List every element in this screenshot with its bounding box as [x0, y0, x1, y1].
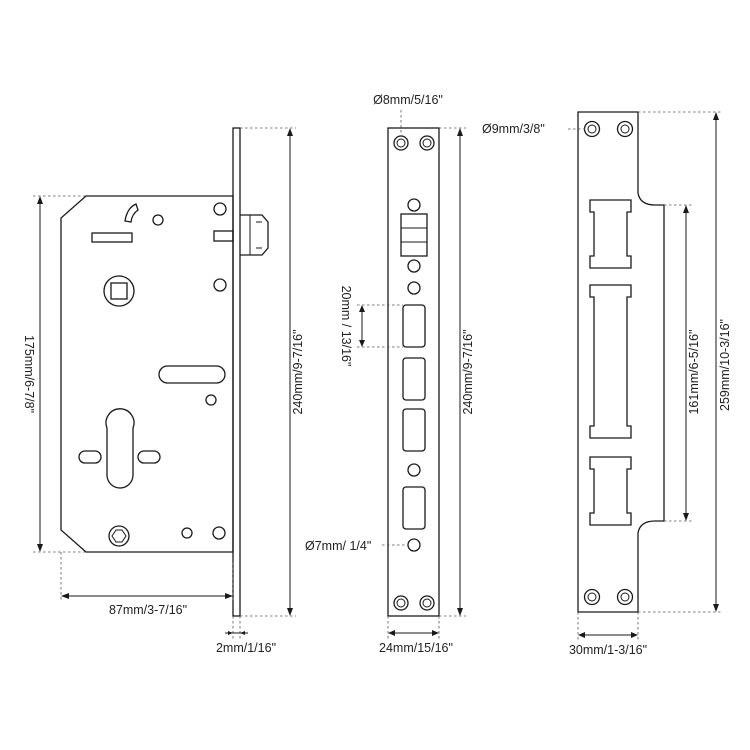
latch-bolt: [213, 214, 269, 256]
faceplate-width-label: 24mm/15/16": [379, 641, 453, 655]
faceplate-slot: [402, 408, 426, 452]
strike-hole: [616, 120, 634, 138]
strike-width-label: 30mm/1-3/16": [569, 643, 647, 657]
bottom-hole-diameter-label: Ø7mm/ 1/4": [305, 539, 371, 553]
body-hole: [212, 526, 226, 540]
body-hole: [213, 278, 227, 292]
body-height-label: 175mm/6-7/8": [22, 335, 36, 413]
latch-window: [400, 198, 428, 273]
strike-hole: [583, 588, 601, 606]
strike-cutout-top: [589, 199, 632, 269]
faceplate-length-label-2: 240mm/9-7/16": [461, 329, 475, 414]
strike-hole: [616, 588, 634, 606]
bottom-follower: [108, 525, 130, 547]
strike-hole-diameter-label: Ø9mm/3/8": [482, 122, 545, 136]
faceplate-front-view: Ø8mm/5/16" 20mm / 13/16" Ø7mm/ 1/4" 240m…: [305, 93, 475, 655]
mortise-lock-body: 175mm/6-7/8" 87mm/3-7/16" 240mm/9-7/16" …: [22, 127, 305, 655]
small-hole: [407, 538, 421, 552]
strike-cutout-middle: [589, 284, 632, 439]
body-hole: [213, 202, 227, 216]
faceplate-hole: [393, 135, 409, 151]
faceplate-slot: [402, 304, 426, 348]
slot-height-label: 20mm / 13/16": [339, 286, 353, 367]
faceplate-hole: [419, 135, 435, 151]
arc-marker: [124, 203, 139, 223]
cylinder-side-slot: [78, 450, 102, 464]
top-slot: [91, 232, 133, 243]
faceplate-thickness-label: 2mm/1/16": [216, 641, 276, 655]
top-hole-diameter-label: Ø8mm/5/16": [373, 93, 443, 107]
small-hole: [407, 281, 421, 295]
strike-cutout-bottom: [589, 456, 632, 526]
faceplate-hole: [419, 595, 435, 611]
cylinder-cutout: [105, 408, 135, 489]
cylinder-side-slot: [137, 450, 161, 464]
strike-length-label: 259mm/10-3/16": [718, 319, 732, 411]
lock-faceplate-side: [232, 127, 241, 617]
middle-slot: [158, 365, 226, 384]
small-hole: [407, 463, 421, 477]
body-hole: [205, 394, 217, 406]
faceplate-slot: [402, 486, 426, 530]
strike-plate-outline: [577, 111, 665, 613]
lock-body-outline: [60, 195, 234, 553]
spindle-hub: [103, 275, 135, 307]
strike-plate: Ø9mm/3/8" 161mm/6-5/16" 259mm/10-3/16" 3…: [482, 111, 732, 657]
faceplate-slot: [402, 357, 426, 401]
faceplate-hole: [393, 595, 409, 611]
body-hole: [152, 214, 164, 226]
body-hole: [181, 527, 193, 539]
strike-hole: [583, 120, 601, 138]
faceplate-outline: [387, 127, 440, 617]
body-width-label: 87mm/3-7/16": [109, 603, 187, 617]
strike-lip-length-label: 161mm/6-5/16": [687, 329, 701, 414]
faceplate-length-label: 240mm/9-7/16": [291, 329, 305, 414]
